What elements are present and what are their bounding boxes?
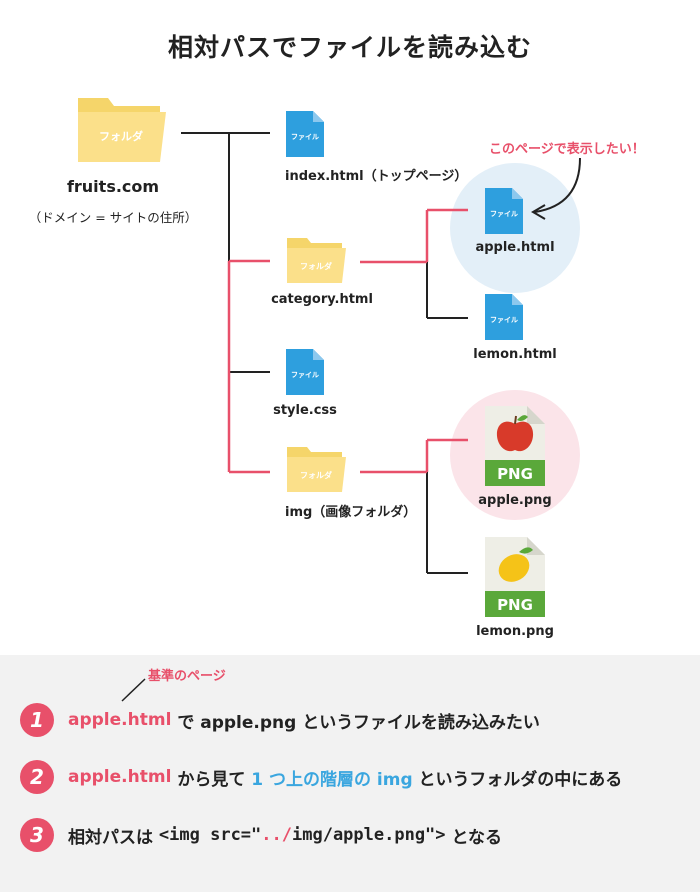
apple-icon bbox=[496, 421, 534, 452]
style-label: style.css bbox=[273, 403, 337, 418]
code-snippet-end: img/apple.png"> bbox=[292, 825, 446, 845]
step-number: 2 bbox=[20, 760, 54, 794]
category-label: category.html bbox=[271, 292, 373, 307]
svg-text:PNG: PNG bbox=[497, 465, 533, 483]
callout-text: このページで表示したい！ bbox=[489, 142, 645, 157]
step-highlight: apple.html bbox=[68, 767, 172, 787]
apple-html-label: apple.html bbox=[475, 240, 555, 255]
file-icon-style: ファイル bbox=[286, 349, 324, 395]
step-number: 3 bbox=[20, 818, 54, 852]
step-text: というフォルダの中にある bbox=[412, 769, 623, 790]
tree-lines-black bbox=[181, 132, 468, 574]
step-text: から見て bbox=[171, 769, 252, 790]
svg-text:フォルダ: フォルダ bbox=[300, 470, 332, 480]
folder-icon-root: フォルダ bbox=[78, 98, 166, 162]
step-2: 2 apple.html から見て 1 つ上の階層の img というフォルダの中… bbox=[20, 760, 622, 794]
svg-text:ファイル: ファイル bbox=[490, 210, 518, 218]
tree-lines-path bbox=[227, 208, 468, 474]
step-number: 1 bbox=[20, 703, 54, 737]
step-highlight-blue: 1 つ上の階層の img bbox=[251, 769, 413, 790]
svg-text:フォルダ: フォルダ bbox=[99, 129, 143, 143]
index-label: index.html（トップページ） bbox=[285, 169, 468, 184]
root-label: fruits.com bbox=[66, 177, 160, 196]
lemon-html-label: lemon.html bbox=[473, 347, 557, 362]
svg-text:フォルダ: フォルダ bbox=[300, 261, 332, 271]
svg-text:PNG: PNG bbox=[497, 596, 533, 614]
code-snippet-parent-dir: ../ bbox=[261, 825, 292, 845]
lemon-png-label: lemon.png bbox=[476, 624, 554, 639]
base-note-pointer bbox=[121, 678, 146, 702]
file-icon-index: ファイル bbox=[286, 111, 324, 157]
callout-arrow bbox=[531, 157, 581, 220]
file-icon-lemon-html: ファイル bbox=[485, 294, 523, 340]
svg-text:ファイル: ファイル bbox=[291, 371, 319, 379]
step-text: で apple.png というファイルを読み込みたい bbox=[171, 712, 540, 733]
folder-icon-category: フォルダ bbox=[287, 238, 346, 283]
step-text: 相対パスは bbox=[68, 827, 159, 848]
lemon-icon bbox=[498, 554, 530, 582]
svg-text:ファイル: ファイル bbox=[490, 316, 518, 324]
root-note: （ドメイン = サイトの住所） bbox=[28, 210, 198, 225]
svg-text:ファイル: ファイル bbox=[291, 133, 319, 141]
img-label: img（画像フォルダ） bbox=[285, 505, 417, 520]
step-text: となる bbox=[445, 827, 502, 848]
explanation-panel bbox=[0, 655, 700, 892]
base-page-note: 基準のページ bbox=[148, 669, 226, 684]
step-highlight: apple.html bbox=[68, 710, 172, 730]
tree-diagram: フォルダ フォルダ フォルダ ファイル ファイル ファイル ファイル PNG bbox=[78, 98, 581, 617]
apple-png-label: apple.png bbox=[478, 493, 552, 508]
code-snippet-start: <img src=" bbox=[158, 825, 262, 845]
png-icon-apple: PNG bbox=[485, 406, 545, 486]
step-1: 1 apple.html で apple.png というファイルを読み込みたい bbox=[20, 703, 540, 737]
folder-icon-img: フォルダ bbox=[287, 447, 346, 492]
page-title: 相対パスでファイルを読み込む bbox=[167, 33, 532, 62]
file-icon-apple-html: ファイル bbox=[485, 188, 523, 234]
png-icon-lemon: PNG bbox=[485, 537, 545, 617]
step-3: 3 相対パスは <img src=" ../ img/apple.png"> と… bbox=[20, 818, 502, 852]
